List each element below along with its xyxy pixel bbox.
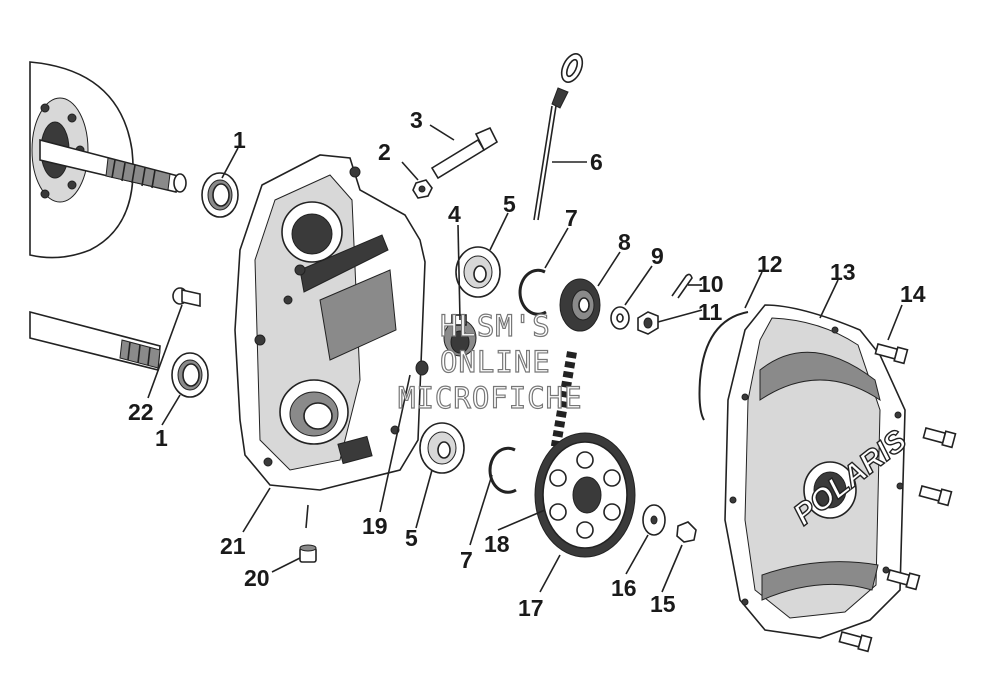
callout-8-sprocket: 8 [618, 229, 631, 255]
pin-22 [172, 287, 201, 307]
callout-2-nut: 2 [378, 139, 391, 165]
leader-lines [147, 124, 903, 593]
callout-9-washer: 9 [651, 243, 664, 269]
bolt-15 [676, 521, 697, 543]
callout-6-dipstick: 6 [590, 149, 603, 175]
lower-shaft [29, 310, 161, 372]
callout-1-upper-seal: 1 [233, 127, 246, 153]
callout-18-chain: 18 [484, 531, 510, 557]
snap-ring-7-upper [518, 268, 547, 316]
watermark-line-1: HLSM'S [440, 309, 551, 343]
nut-2 [412, 179, 433, 199]
callout-14-cover-bolts: 14 [900, 281, 926, 307]
cover-bolts-14 [838, 343, 957, 653]
bearing-5-upper [455, 246, 501, 298]
callout-4-tensioner: 4 [448, 201, 461, 227]
callout-20-drain-plug: 20 [244, 565, 270, 591]
chaincase-housing [234, 154, 426, 491]
callout-16-washer: 16 [611, 575, 637, 601]
callout-5-lower-bearing: 5 [405, 525, 418, 551]
washer-9 [610, 306, 630, 330]
callout-12-gasket: 12 [757, 251, 783, 277]
callout-7-lower-snap-ring: 7 [460, 547, 473, 573]
callout-21-housing: 21 [220, 533, 246, 559]
washer-16 [642, 504, 666, 536]
lower-seal [171, 352, 209, 398]
drain-plug-20 [299, 544, 317, 563]
watermark-line-2: ONLINE [440, 345, 551, 379]
snap-ring-7-lower [488, 446, 517, 494]
nut-11 [637, 311, 659, 335]
callout-5-upper-bearing: 5 [503, 191, 516, 217]
tensioner-4 [443, 314, 477, 357]
callout-22-pin: 22 [128, 399, 154, 425]
chaincase-cover [724, 304, 906, 639]
callout-19-dowel: 19 [362, 513, 388, 539]
bearing-5-lower [419, 422, 465, 474]
gasket-12 [698, 311, 749, 421]
callout-3-bolt: 3 [410, 107, 423, 133]
upper-shaft [39, 138, 187, 193]
callout-7-upper-snap-ring: 7 [565, 205, 578, 231]
dipstick-6 [533, 53, 584, 221]
callout-10-cotter-pin: 10 [698, 271, 724, 297]
sprocket-17 [534, 432, 636, 558]
callout-1-lower-seal: 1 [155, 425, 168, 451]
dowel-19 [415, 360, 429, 376]
upper-seal [201, 172, 239, 218]
sprocket-8 [559, 278, 601, 332]
cotter-pin-10 [671, 273, 693, 299]
bolt-3 [430, 126, 499, 180]
watermark-line-3: MICROFICHE [398, 381, 583, 415]
callout-15-bolt: 15 [650, 591, 676, 617]
callout-11-nut: 11 [698, 299, 723, 325]
callout-17-sprocket: 17 [518, 595, 544, 621]
callout-13-cover: 13 [830, 259, 856, 285]
